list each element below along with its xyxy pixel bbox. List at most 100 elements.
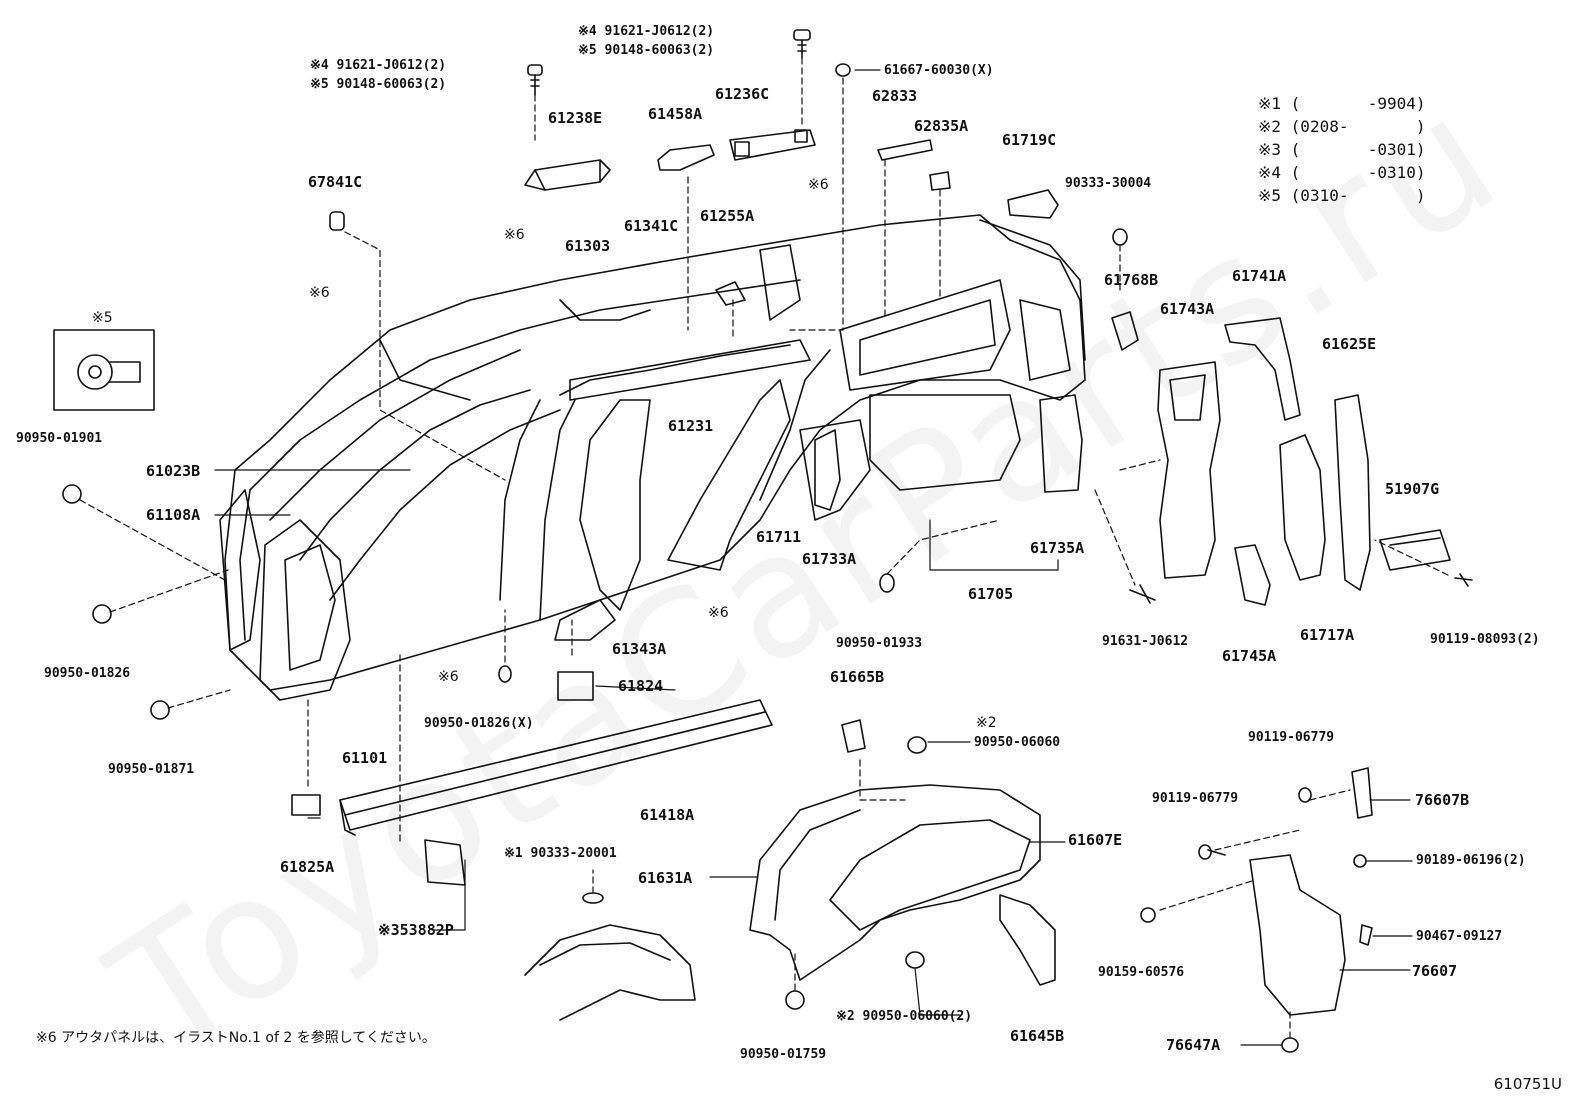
part-label[interactable]: ※5 90148-60063(2) — [310, 77, 447, 92]
part-label[interactable]: 61824 — [618, 677, 664, 695]
part-label[interactable]: 51907G — [1385, 480, 1440, 498]
footnote: ※6 アウタパネルは、イラストNo.1 of 2 を参照してください。 — [36, 1030, 436, 1046]
part-label[interactable]: 90159-60576 — [1098, 965, 1185, 980]
part-label[interactable]: 90189-06196(2) — [1416, 853, 1526, 868]
bolt-91631 — [1129, 584, 1156, 604]
note-mark: ※2 — [976, 715, 997, 731]
part-label[interactable]: 90467-09127 — [1416, 929, 1503, 944]
note-mark: ※6 — [808, 177, 829, 193]
part-label[interactable]: 61418A — [640, 806, 695, 824]
part-62835A — [929, 171, 951, 191]
bolt-90119-08093 — [1454, 573, 1473, 587]
detail-box-n5 — [53, 329, 155, 411]
diagram-code: 610751U — [1493, 1075, 1562, 1093]
bolt-90119-06779 — [1198, 787, 1312, 860]
hole-plug-90950-01901 — [62, 484, 82, 504]
part-label[interactable]: 61255A — [700, 207, 755, 225]
part-label[interactable]: 61741A — [1232, 267, 1287, 285]
part-label[interactable]: 61238E — [548, 109, 603, 127]
dashed-leaders — [79, 57, 1449, 1039]
part-label[interactable]: 61625E — [1322, 335, 1377, 353]
legend-row: ※5 (0310- ) — [1258, 186, 1426, 205]
part-label[interactable]: 91631-J0612 — [1102, 634, 1189, 649]
part-label[interactable]: 62835A — [914, 117, 969, 135]
part-label[interactable]: 90119-08093(2) — [1430, 632, 1540, 647]
legend-row: ※1 ( -9904) — [1258, 94, 1426, 113]
part-label[interactable]: 67841C — [308, 173, 363, 191]
part-label[interactable]: 90950-01826(X) — [424, 716, 534, 731]
part-label[interactable]: 90950-01933 — [836, 636, 923, 651]
part-label[interactable]: ※1 90333-20001 — [504, 846, 617, 861]
part-label[interactable]: ※2 90950-06060(2) — [836, 1009, 973, 1024]
part-label[interactable]: 61101 — [342, 749, 388, 767]
part-label[interactable]: 76647A — [1166, 1036, 1221, 1054]
bolt-91621-right — [793, 29, 811, 59]
part-label[interactable]: ※353882P — [378, 921, 454, 939]
bracket-61238E — [524, 159, 611, 191]
note-mark: ※6 — [708, 605, 729, 621]
plug-90950-01759 — [785, 990, 805, 1010]
part-label[interactable]: ※5 90148-60063(2) — [578, 43, 715, 58]
note-mark: ※5 — [92, 310, 113, 326]
part-label[interactable]: 61607E — [1068, 831, 1123, 849]
note-mark: ※6 — [438, 669, 459, 685]
part-label[interactable]: 90119-06779 — [1152, 791, 1239, 806]
part-label[interactable]: 61108A — [146, 506, 201, 524]
legend-row: ※3 ( -0301) — [1258, 140, 1426, 159]
part-label[interactable]: 61825A — [280, 858, 335, 876]
part-label[interactable]: 61665B — [830, 668, 885, 686]
part-label[interactable]: 90119-06779 — [1248, 730, 1335, 745]
bracket-76607B — [1351, 767, 1373, 819]
wheelhouse-61607E — [829, 819, 1031, 931]
part-label[interactable]: 61735A — [1030, 539, 1085, 557]
bracket-61458A — [657, 144, 715, 171]
reinforcement-61717A — [1279, 434, 1326, 581]
part-label[interactable]: 61705 — [968, 585, 1014, 603]
part-label[interactable]: 90950-01871 — [108, 762, 195, 777]
part-label[interactable]: ※4 91621-J0612(2) — [578, 24, 715, 39]
clip-90950-01826X — [498, 665, 512, 683]
part-label[interactable]: 61768B — [1104, 271, 1159, 289]
part-label[interactable]: 90950-01759 — [740, 1047, 827, 1062]
part-label[interactable]: 90950-06060 — [974, 735, 1061, 750]
bracket-61236C — [729, 129, 816, 161]
part-label[interactable]: 61719C — [1002, 131, 1057, 149]
plug-90950-06060 — [907, 736, 927, 754]
side-body-inner-panel — [219, 214, 1086, 701]
leader-lines — [214, 69, 1413, 1046]
bolt-91621-left — [527, 64, 543, 96]
part-label[interactable]: 90950-01826 — [44, 666, 131, 681]
part-label[interactable]: 61236C — [715, 85, 770, 103]
hole-plug-90950-01826 — [92, 604, 112, 624]
part-label[interactable]: 61631A — [638, 869, 693, 887]
part-label[interactable]: 90950-01901 — [16, 431, 103, 446]
bracket-61768B — [1111, 311, 1139, 351]
part-label[interactable]: 61743A — [1160, 300, 1215, 318]
part-label[interactable]: 61343A — [612, 640, 667, 658]
part-label[interactable]: 61231 — [668, 417, 714, 435]
hole-plug-90950-01871 — [150, 700, 170, 720]
clip-90467 — [1359, 924, 1373, 946]
bracket-61665B — [841, 719, 866, 753]
bracket-61719C — [1007, 189, 1059, 219]
part-label[interactable]: 61303 — [565, 237, 611, 255]
note-mark: ※6 — [309, 285, 330, 301]
part-label[interactable]: 61341C — [624, 217, 679, 235]
part-label[interactable]: 76607B — [1415, 791, 1470, 809]
grommet-61667 — [835, 63, 851, 77]
part-label[interactable]: 61645B — [1010, 1027, 1065, 1045]
part-label[interactable]: 90333-30004 — [1065, 176, 1152, 191]
part-label[interactable]: 61023B — [146, 462, 201, 480]
part-label[interactable]: 61717A — [1300, 626, 1355, 644]
part-label[interactable]: 61458A — [648, 105, 703, 123]
part-label[interactable]: ※4 91621-J0612(2) — [310, 58, 447, 73]
mudflap-76607 — [1249, 854, 1346, 1016]
part-label[interactable]: 61733A — [802, 550, 857, 568]
part-label[interactable]: 76607 — [1412, 962, 1458, 980]
part-label[interactable]: 62833 — [872, 87, 918, 105]
wheelhouse-liner-61631A — [749, 784, 1041, 981]
part-label[interactable]: 61711 — [756, 528, 802, 546]
part-label[interactable]: 61667-60030(X) — [884, 63, 994, 78]
part-label[interactable]: 61745A — [1222, 647, 1277, 665]
